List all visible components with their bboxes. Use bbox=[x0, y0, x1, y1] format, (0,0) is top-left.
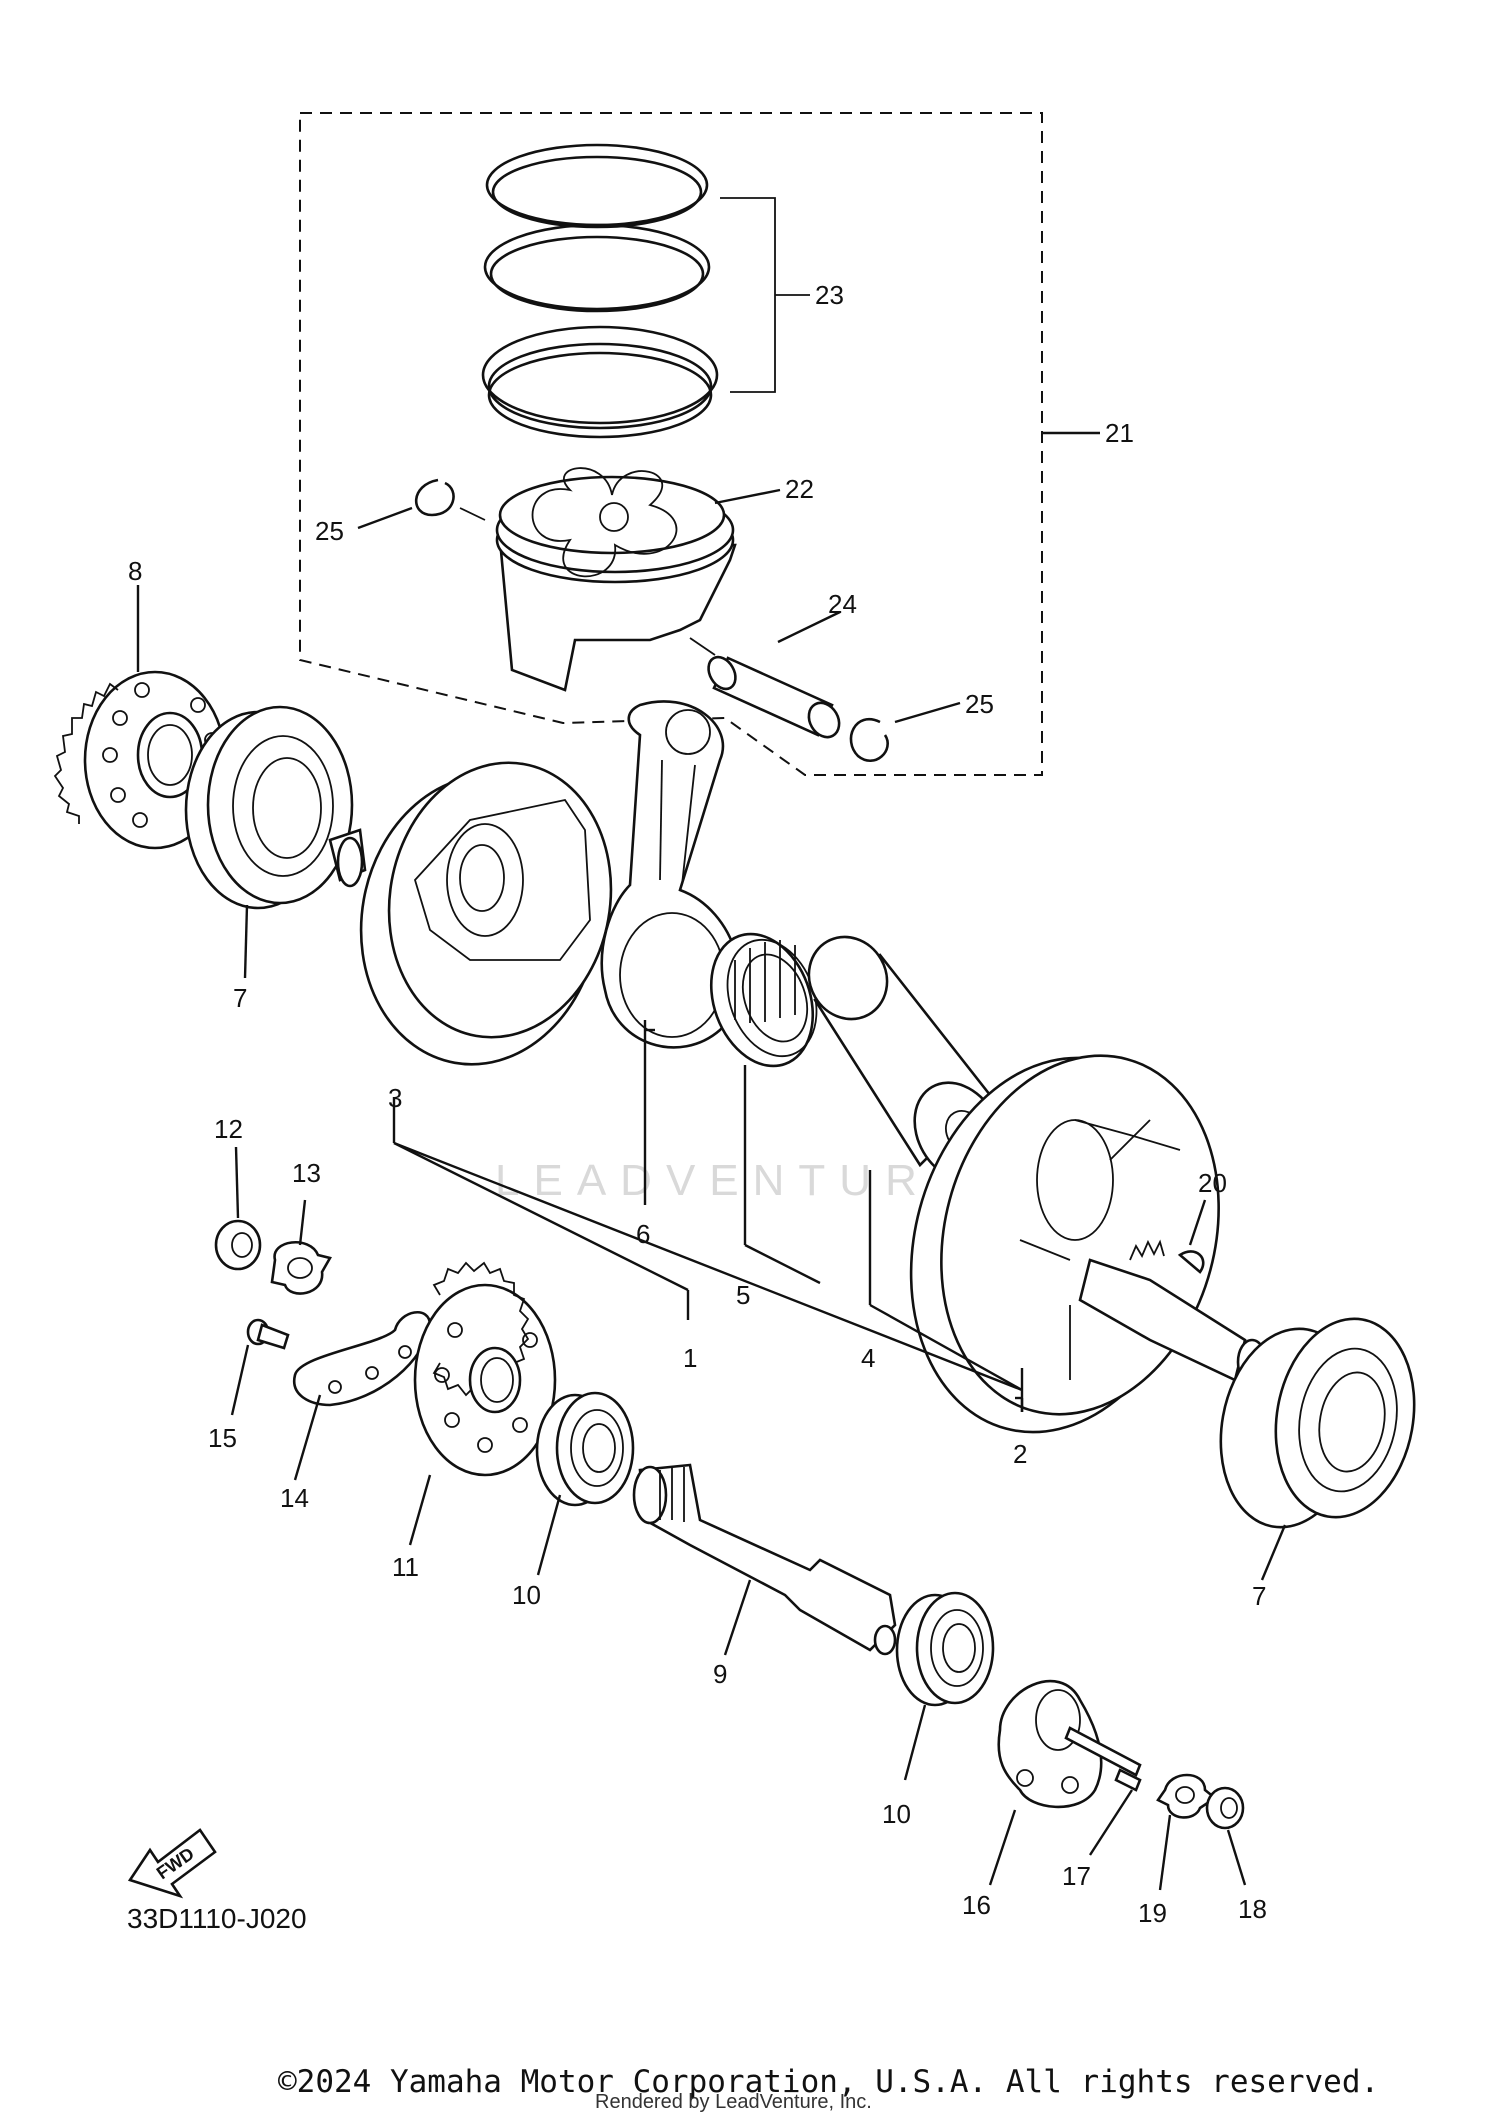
callout-6: 6 bbox=[636, 1219, 650, 1249]
key-17[interactable] bbox=[1064, 1726, 1142, 1792]
watermark-text: LEADVENTURE bbox=[495, 1156, 974, 1205]
crank-half-right[interactable] bbox=[871, 1024, 1268, 1464]
callout-labels: 23 21 22 25 24 25 8 7 3 12 13 20 6 5 1 4… bbox=[128, 280, 1267, 1928]
leader-lines bbox=[136, 431, 1287, 1891]
piston-rings[interactable] bbox=[481, 143, 810, 439]
callout-14: 14 bbox=[280, 1483, 309, 1513]
balancer-shaft-9[interactable] bbox=[632, 1463, 897, 1656]
bearing-left[interactable] bbox=[184, 705, 354, 910]
callout-12: 12 bbox=[214, 1114, 243, 1144]
crank-half-left[interactable] bbox=[328, 745, 632, 1083]
piston-kit-dashed-outline bbox=[299, 112, 1043, 776]
balancer-bearing-lower[interactable] bbox=[895, 1591, 995, 1707]
callout-17: 17 bbox=[1062, 1861, 1091, 1891]
callout-19: 19 bbox=[1138, 1898, 1167, 1928]
callout-10-lower: 10 bbox=[882, 1799, 911, 1829]
callout-2: 2 bbox=[1013, 1439, 1027, 1469]
balancer-bearing-upper[interactable] bbox=[535, 1391, 635, 1507]
callout-10-upper: 10 bbox=[512, 1580, 541, 1610]
needle-bearing[interactable] bbox=[694, 920, 832, 1081]
callout-7-right: 7 bbox=[1252, 1581, 1266, 1611]
drive-gear-11[interactable] bbox=[413, 1261, 557, 1477]
balancer-weight-16[interactable] bbox=[997, 1679, 1103, 1809]
callout-22: 22 bbox=[785, 474, 814, 504]
callout-15: 15 bbox=[208, 1423, 237, 1453]
callout-8: 8 bbox=[128, 556, 142, 586]
callout-18: 18 bbox=[1238, 1894, 1267, 1924]
circlip-right[interactable] bbox=[849, 718, 889, 763]
callout-21: 21 bbox=[1105, 418, 1134, 448]
piston[interactable] bbox=[495, 467, 737, 692]
callout-25-left: 25 bbox=[315, 516, 344, 546]
diagram-reference-code: 33D1110-J020 bbox=[127, 1903, 307, 1934]
callout-24: 24 bbox=[828, 589, 857, 619]
rendered-by-notice: Rendered by LeadVenture, Inc. bbox=[595, 2091, 872, 2113]
lock-washer-13[interactable] bbox=[270, 1241, 332, 1295]
balancer-plate-14[interactable] bbox=[292, 1310, 432, 1407]
callout-9: 9 bbox=[713, 1659, 727, 1689]
callout-7-left: 7 bbox=[233, 983, 247, 1013]
copyright-notice: ©2024 Yamaha Motor Corporation, U.S.A. A… bbox=[278, 2064, 1379, 2100]
callout-11: 11 bbox=[392, 1552, 419, 1582]
callout-20: 20 bbox=[1198, 1168, 1227, 1198]
callout-23: 23 bbox=[815, 280, 844, 310]
bearing-right[interactable] bbox=[1206, 1308, 1430, 1539]
callout-3: 3 bbox=[388, 1083, 402, 1113]
fwd-arrow-icon: FWD bbox=[127, 1828, 217, 1899]
nut-12[interactable] bbox=[214, 1219, 262, 1271]
callout-25-right: 25 bbox=[965, 689, 994, 719]
woodruff-key[interactable] bbox=[1177, 1250, 1205, 1274]
circlip-left[interactable] bbox=[414, 478, 455, 517]
callout-13: 13 bbox=[292, 1158, 321, 1188]
piston-pin[interactable] bbox=[689, 637, 845, 743]
callout-1: 1 bbox=[683, 1343, 697, 1373]
callout-16: 16 bbox=[962, 1890, 991, 1920]
connecting-rod[interactable] bbox=[600, 700, 741, 1049]
nut-18[interactable] bbox=[1205, 1786, 1245, 1830]
callout-5: 5 bbox=[736, 1280, 750, 1310]
callout-4: 4 bbox=[861, 1343, 875, 1373]
bolt-15[interactable] bbox=[246, 1318, 290, 1350]
